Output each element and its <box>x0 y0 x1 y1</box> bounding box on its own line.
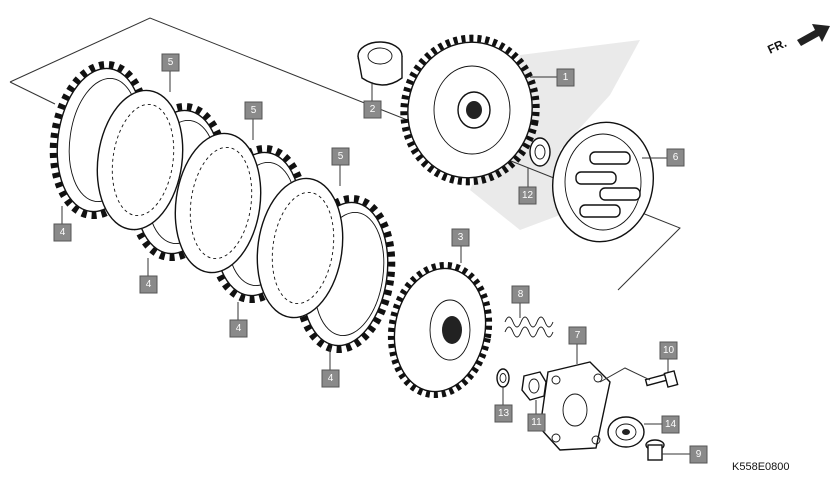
svg-text:13: 13 <box>498 408 510 419</box>
clutch-outer-housing <box>400 34 540 186</box>
svg-text:4: 4 <box>328 373 334 384</box>
svg-text:1: 1 <box>563 72 569 83</box>
lock-nut <box>521 371 547 401</box>
front-arrow-icon <box>797 24 830 46</box>
bearing <box>607 416 645 448</box>
svg-text:5: 5 <box>338 151 344 162</box>
frame-edge-left <box>9 81 56 105</box>
leader-lines <box>61 71 690 455</box>
thrust-washer <box>529 137 551 167</box>
lifter-plate <box>539 361 611 451</box>
clutch-plate-2 <box>174 132 262 274</box>
callout-8: 8 <box>511 285 530 304</box>
callout-6: 6 <box>666 148 685 167</box>
svg-text:3: 3 <box>458 232 464 243</box>
callout-11: 11 <box>527 413 546 432</box>
svg-text:7: 7 <box>575 330 581 341</box>
collar <box>357 41 403 86</box>
clutch-plate-3 <box>256 177 344 319</box>
callout-4a: 4 <box>53 223 72 242</box>
svg-text:6: 6 <box>673 152 679 163</box>
callout-12: 12 <box>518 186 537 205</box>
svg-text:4: 4 <box>146 279 152 290</box>
callout-10: 10 <box>659 341 678 360</box>
callout-5a: 5 <box>161 53 180 72</box>
svg-text:4: 4 <box>236 323 242 334</box>
svg-text:12: 12 <box>522 190 534 201</box>
diagram-code: K558E0800 <box>732 461 790 473</box>
callout-13: 13 <box>494 404 513 423</box>
callout-14: 14 <box>661 415 680 434</box>
pivot-bolt <box>645 439 665 461</box>
svg-text:9: 9 <box>696 449 702 460</box>
callout-9: 9 <box>689 445 708 464</box>
callout-4b: 4 <box>139 275 158 294</box>
callout-5b: 5 <box>244 101 263 120</box>
svg-text:11: 11 <box>531 417 542 428</box>
callout-4d: 4 <box>321 369 340 388</box>
svg-text:5: 5 <box>251 105 257 116</box>
callout-7: 7 <box>568 326 587 345</box>
callout-4c: 4 <box>229 319 248 338</box>
callout-2: 2 <box>363 100 382 119</box>
svg-text:14: 14 <box>665 419 677 430</box>
svg-text:10: 10 <box>663 345 675 356</box>
svg-text:5: 5 <box>168 57 174 68</box>
pressure-plate <box>551 121 655 243</box>
fr-label: FR. <box>765 36 788 57</box>
clutch-spring <box>504 316 554 338</box>
front-direction-indicator: FR. <box>765 24 830 57</box>
flange-bolt <box>644 370 679 388</box>
svg-text:8: 8 <box>518 289 524 300</box>
clutch-plate-1 <box>96 89 184 231</box>
svg-text:4: 4 <box>60 227 66 238</box>
callout-3: 3 <box>451 228 470 247</box>
callout-5c: 5 <box>331 147 350 166</box>
callout-1: 1 <box>556 68 575 87</box>
svg-text:2: 2 <box>370 104 376 115</box>
clutch-center <box>387 261 493 399</box>
washer-small <box>496 368 510 388</box>
